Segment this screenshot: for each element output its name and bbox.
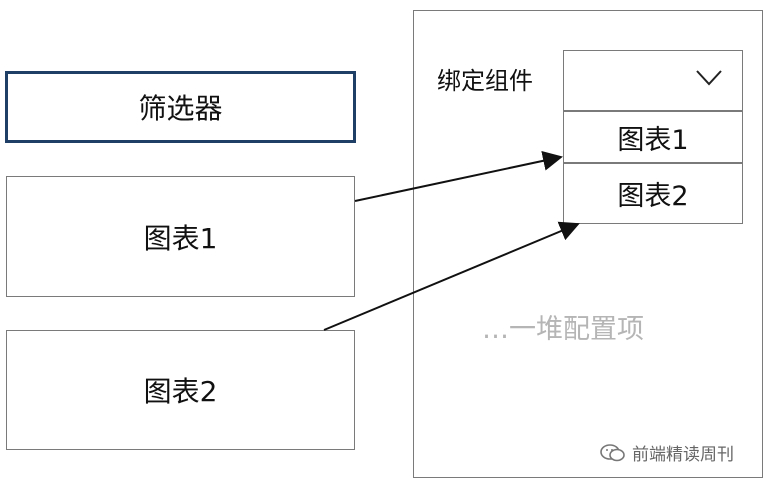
filter-label: 筛选器 [138,92,223,125]
chart1-label: 图表1 [143,221,218,255]
dropdown-option-chart2[interactable]: 图表2 [563,163,743,224]
watermark: 前端精读周刊 [600,440,734,465]
watermark-text: 前端精读周刊 [632,445,734,465]
more-config-placeholder: …一堆配置项 [482,314,644,345]
filter-component[interactable]: 筛选器 [5,71,356,143]
chevron-down-icon[interactable] [694,65,724,89]
chart2-label: 图表2 [143,375,218,408]
dropdown-option-chart1[interactable]: 图表1 [563,111,743,163]
bind-component-select[interactable] [563,50,743,111]
chart2-component[interactable]: 图表2 [6,330,355,450]
bind-component-label: 绑定组件 [437,67,533,95]
dropdown-option-label: 图表2 [617,181,689,212]
dropdown-option-label: 图表1 [617,124,689,156]
wechat-icon [600,443,625,461]
chart1-component[interactable]: 图表1 [6,176,355,297]
